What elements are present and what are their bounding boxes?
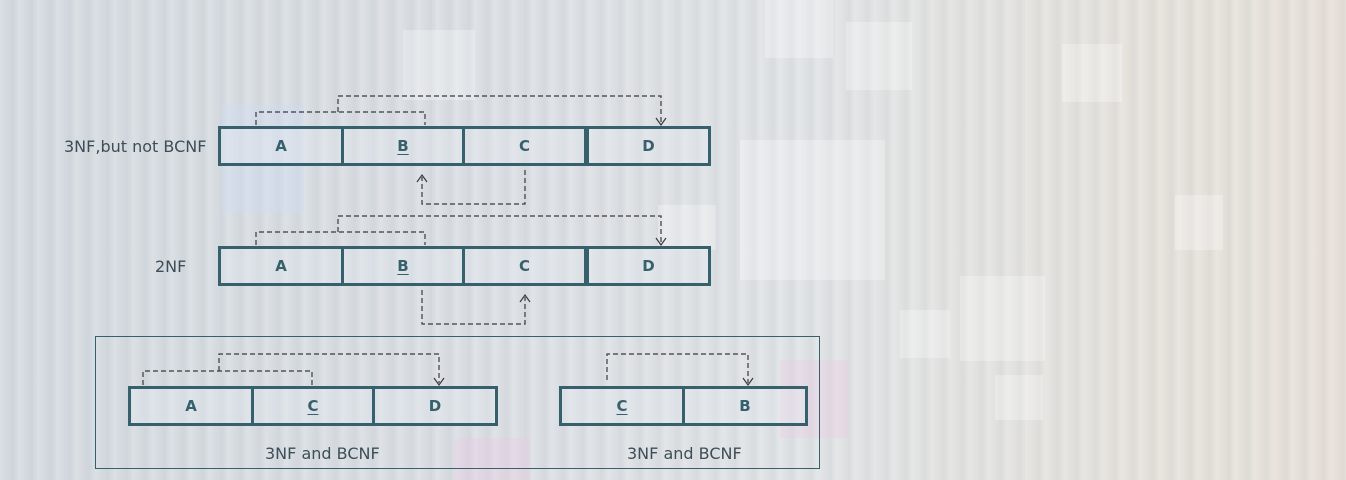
arrowhead-d-row3 [433, 377, 445, 387]
relation-row3-right: C B [559, 386, 808, 426]
attr-a: A [221, 129, 344, 163]
arrowhead-d-row2 [655, 237, 667, 247]
fd-ac-to-d-row3 [142, 353, 440, 385]
arrowhead-c-row2 [519, 293, 531, 303]
fd-c-to-b-row1 [421, 170, 526, 205]
attr-a: A [131, 389, 254, 423]
arrowhead-b-row1 [416, 173, 428, 183]
relation-row3-left: A C D [128, 386, 498, 426]
relation-row2: A B C D [218, 246, 711, 286]
attr-c: C [465, 249, 589, 283]
attr-a: A [221, 249, 344, 283]
attr-c: C [465, 129, 589, 163]
row1-label: 3NF,but not BCNF [64, 137, 207, 156]
fd-ab-to-d-row2 [255, 215, 662, 245]
attr-d: D [642, 137, 655, 155]
row3-right-caption: 3NF and BCNF [627, 444, 742, 463]
attr-d: D [642, 257, 655, 275]
attr-b: B [739, 397, 751, 415]
attr-c-key: C [254, 389, 375, 423]
attr-d: D [428, 397, 442, 415]
row2-label: 2NF [155, 257, 187, 276]
arrowhead-b-row3 [742, 377, 754, 387]
decomposition-frame [95, 336, 820, 469]
row3-left-caption: 3NF and BCNF [265, 444, 380, 463]
fd-c-to-b-row3 [606, 353, 749, 383]
fd-ab-to-d-row1 [255, 95, 662, 125]
relation-row1: A B C D [218, 126, 711, 166]
attr-b-key: B [344, 249, 465, 283]
attr-b-key: B [344, 129, 465, 163]
fd-b-to-c-row2 [421, 290, 526, 325]
arrowhead-d-row1 [655, 117, 667, 127]
attr-c-key: C [562, 389, 685, 423]
